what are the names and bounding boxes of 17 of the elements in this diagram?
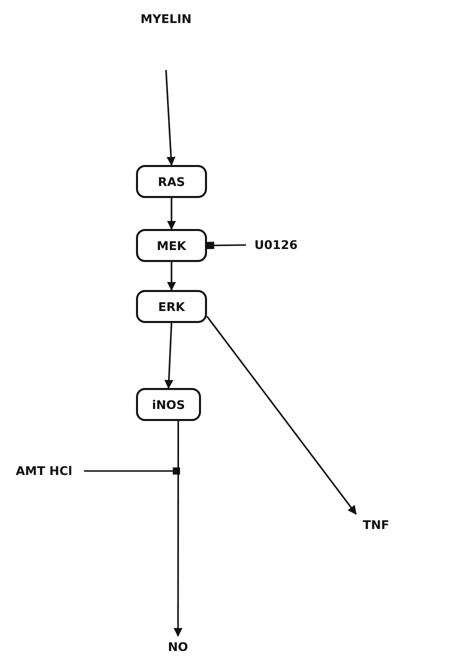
arrow: [167, 198, 176, 230]
arrow: [167, 262, 176, 291]
pathway-label: NO: [160, 636, 196, 658]
inhibition-line: [84, 467, 180, 475]
inhibitor-label: AMT HCl: [4, 460, 84, 482]
inhibitor-label: U0126: [246, 234, 306, 256]
inhibition-line: [206, 242, 246, 250]
protein-box: RAS: [136, 165, 207, 198]
arrow: [174, 421, 182, 637]
arrow: [164, 322, 174, 389]
pathway-label: MYELIN: [125, 8, 207, 30]
pathway-label: TNF: [356, 514, 396, 536]
arrow: [165, 70, 176, 166]
arrow: [206, 316, 357, 515]
protein-box: MEK: [136, 229, 207, 262]
protein-box: ERK: [136, 290, 207, 323]
protein-box: iNOS: [136, 388, 201, 421]
